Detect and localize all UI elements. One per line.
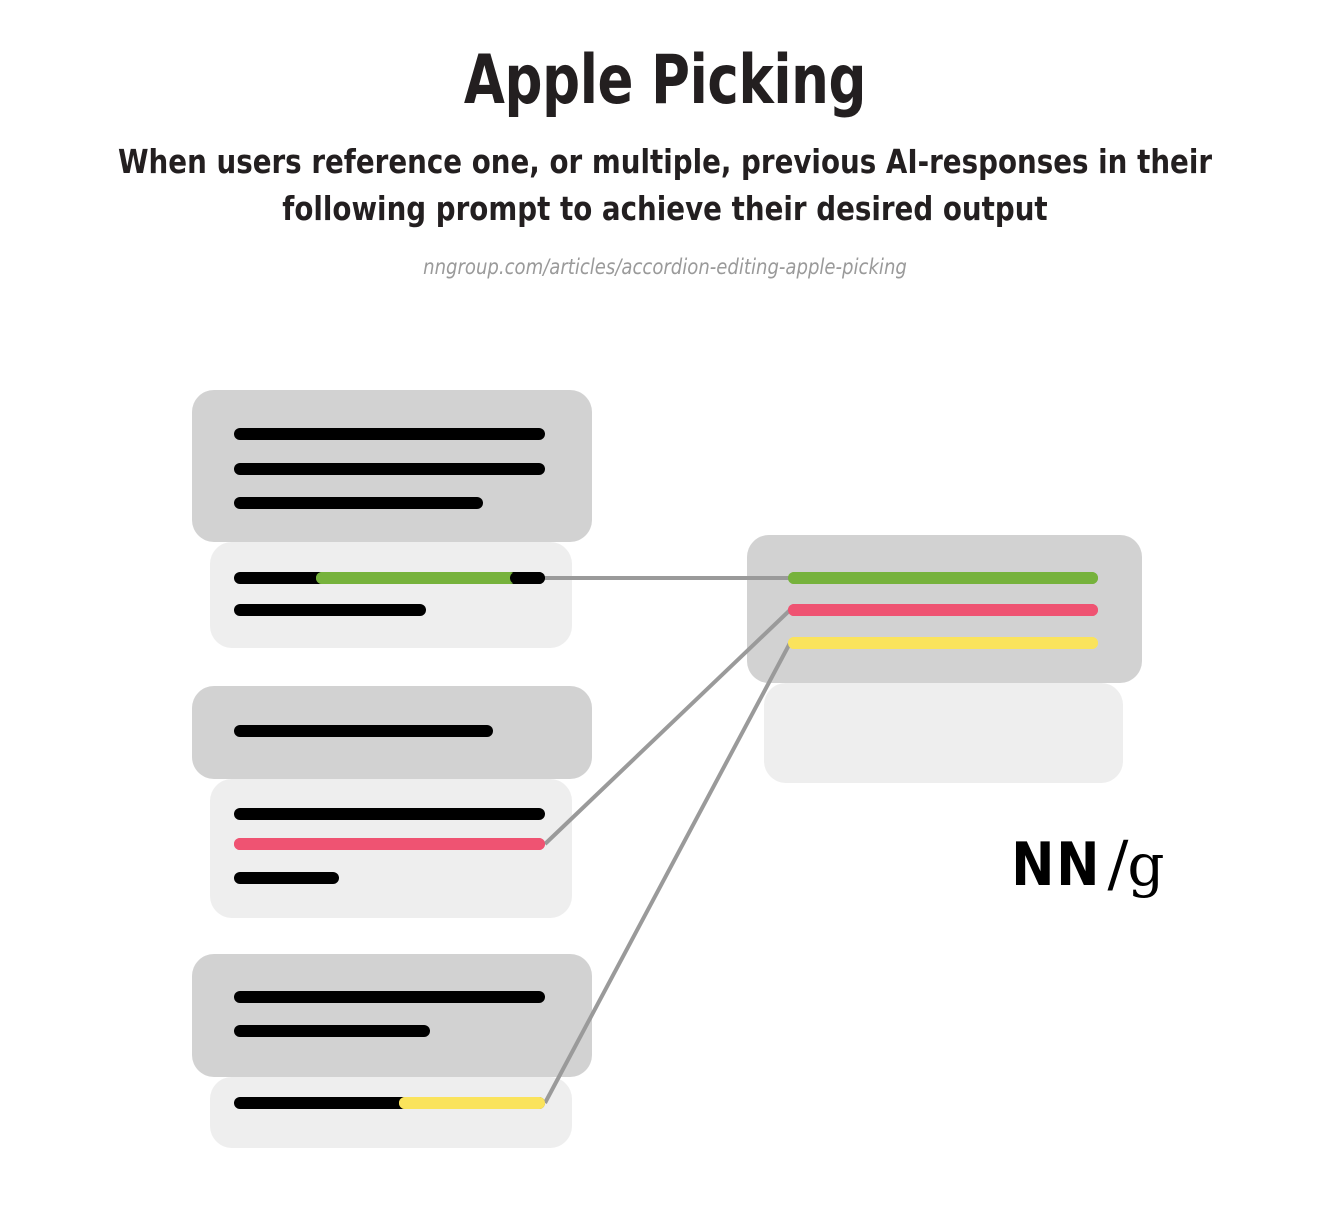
nng-logo-slash: / xyxy=(1107,827,1129,900)
card-3-header-line-2 xyxy=(234,1025,430,1037)
card-1-header xyxy=(192,390,592,542)
card-3-header-line-1 xyxy=(234,991,545,1003)
card-1-body xyxy=(210,542,572,648)
nng-logo: NN / g xyxy=(1004,827,1165,900)
card-2-body-line-3 xyxy=(234,872,339,884)
card-2-body xyxy=(210,779,572,918)
card-1-header-line-2 xyxy=(234,463,545,475)
yellow-highlight-segment xyxy=(399,1097,545,1109)
card-3-header xyxy=(192,954,592,1077)
nng-logo-g: g xyxy=(1127,831,1165,899)
header-block: Apple Picking When users reference one, … xyxy=(0,0,1330,280)
page-title: Apple Picking xyxy=(463,41,867,120)
card-3-body xyxy=(210,1077,572,1148)
card-1-header-line-1 xyxy=(234,428,545,440)
card-2-header xyxy=(192,686,592,779)
card-2-header-line-1 xyxy=(234,725,493,737)
card-1-body-line-1-highlighted-green xyxy=(234,572,545,584)
result-line-yellow xyxy=(788,637,1098,649)
result-line-pink xyxy=(788,604,1098,616)
card-2-body-line-1 xyxy=(234,808,545,820)
green-highlight-segment xyxy=(316,572,516,584)
result-card-header xyxy=(747,535,1142,683)
result-line-green xyxy=(788,572,1098,584)
source-url: nngroup.com/articles/accordion-editing-a… xyxy=(423,255,907,280)
card-1-body-line-2 xyxy=(234,604,426,616)
card-2-body-line-2-highlighted-pink xyxy=(234,838,545,850)
card-1-header-line-3 xyxy=(234,497,483,509)
result-card-body xyxy=(764,683,1123,783)
nng-logo-nn: NN xyxy=(1011,830,1102,900)
card-3-body-line-1-highlighted-yellow xyxy=(234,1097,545,1109)
page-subtitle: When users reference one, or multiple, p… xyxy=(117,142,1213,229)
